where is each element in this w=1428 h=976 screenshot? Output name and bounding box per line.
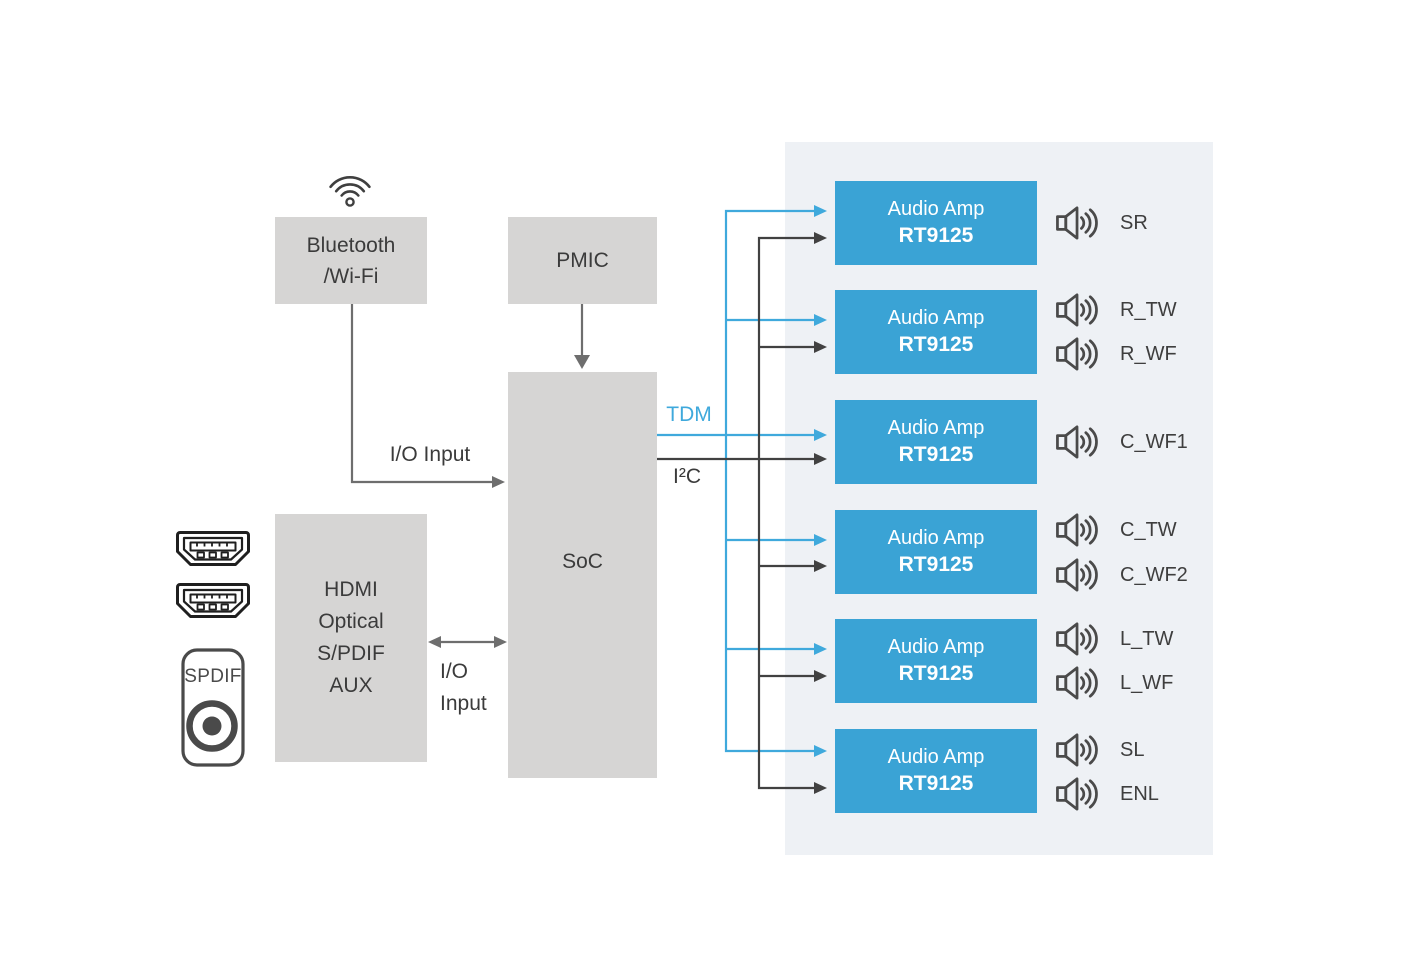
speaker-icon <box>1055 555 1102 595</box>
amp-title: Audio Amp <box>887 417 985 439</box>
speaker-row-sr: SR <box>1055 203 1148 243</box>
speaker-icon <box>1055 510 1102 550</box>
io-side-line2: Input <box>440 692 487 715</box>
hdmi-connector-icon-1 <box>176 531 250 571</box>
audio-amp-block-4: Audio Amp RT9125 <box>835 510 1037 594</box>
io-input-label: I/O Input <box>389 443 471 466</box>
arrowhead-right <box>492 476 505 488</box>
pmic-to-soc-wire <box>574 304 590 369</box>
speaker-row-c-tw: C_TW <box>1055 510 1177 550</box>
source-to-soc-io-wire <box>428 636 507 648</box>
bluetooth-label-line1: Bluetooth <box>306 233 396 257</box>
speaker-icon <box>1055 663 1102 703</box>
audio-amp-block-3: Audio Amp RT9125 <box>835 400 1037 484</box>
speaker-label: L_TW <box>1120 627 1174 650</box>
amp-title: Audio Amp <box>887 527 985 549</box>
speaker-label: ENL <box>1120 782 1159 805</box>
speaker-icon <box>1055 334 1102 374</box>
audio-amp-block-1: Audio Amp RT9125 <box>835 181 1037 265</box>
bluetooth-label-line2: /Wi-Fi <box>323 264 379 288</box>
speaker-icon <box>1055 203 1102 243</box>
amp-title: Audio Amp <box>887 746 985 768</box>
audio-amp-block-5: Audio Amp RT9125 <box>835 619 1037 703</box>
amp-part-number: RT9125 <box>898 224 974 247</box>
amp-part-number: RT9125 <box>898 333 974 356</box>
speaker-row-r-wf: R_WF <box>1055 334 1177 374</box>
amp-title: Audio Amp <box>887 636 985 658</box>
pmic-block: PMIC <box>508 217 657 304</box>
speaker-label: R_WF <box>1120 342 1177 365</box>
io-input-side-label: I/O Input <box>440 656 487 720</box>
amp-title: Audio Amp <box>887 198 985 220</box>
source-line-optical: Optical <box>318 610 384 633</box>
speaker-icon <box>1055 422 1102 462</box>
speaker-label: C_TW <box>1120 518 1177 541</box>
hdmi-connector-icon-2 <box>176 583 250 623</box>
speaker-row-r-tw: R_TW <box>1055 290 1177 330</box>
speaker-label: C_WF2 <box>1120 563 1188 586</box>
spdif-connector-icon <box>181 648 245 767</box>
source-line-aux: AUX <box>329 674 373 697</box>
audio-amp-block-6: Audio Amp RT9125 <box>835 729 1037 813</box>
arrowhead-down <box>574 355 590 369</box>
audio-amp-block-2: Audio Amp RT9125 <box>835 290 1037 374</box>
audio-source-block: HDMI Optical S/PDIF AUX <box>275 514 427 762</box>
speaker-label: C_WF1 <box>1120 430 1188 453</box>
amp-part-number: RT9125 <box>898 662 974 685</box>
speaker-label: SL <box>1120 738 1145 761</box>
amp-part-number: RT9125 <box>898 553 974 576</box>
amp-title: Audio Amp <box>887 307 985 329</box>
bluetooth-wifi-block: Bluetooth /Wi-Fi <box>275 217 427 304</box>
speaker-row-c-wf2: C_WF2 <box>1055 555 1188 595</box>
amp-part-number: RT9125 <box>898 772 974 795</box>
speaker-row-l-wf: L_WF <box>1055 663 1173 703</box>
speaker-row-enl: ENL <box>1055 774 1159 814</box>
speaker-label: L_WF <box>1120 671 1174 694</box>
speaker-row-l-tw: L_TW <box>1055 619 1173 659</box>
wifi-icon <box>329 176 371 207</box>
source-line-spdif: S/PDIF <box>317 642 385 665</box>
speaker-label: R_TW <box>1120 298 1177 321</box>
speaker-icon <box>1055 774 1102 814</box>
soc-block: SoC <box>508 372 657 778</box>
speaker-row-sl: SL <box>1055 730 1144 770</box>
arrowhead-right <box>494 636 507 648</box>
speaker-icon <box>1055 730 1102 770</box>
speaker-label: SR <box>1120 211 1148 234</box>
soc-label: SoC <box>562 549 603 573</box>
pmic-label: PMIC <box>556 249 609 272</box>
tdm-bus-label: TDM <box>666 403 712 426</box>
source-line-hdmi: HDMI <box>324 578 378 601</box>
arrowhead-left <box>428 636 441 648</box>
i2c-bus-label: I²C <box>673 465 701 488</box>
amp-part-number: RT9125 <box>898 443 974 466</box>
speaker-row-c-wf1: C_WF1 <box>1055 422 1188 462</box>
io-side-line1: I/O <box>440 660 469 683</box>
spdif-label: SPDIF <box>184 666 242 687</box>
speaker-icon <box>1055 619 1102 659</box>
speaker-icon <box>1055 290 1102 330</box>
